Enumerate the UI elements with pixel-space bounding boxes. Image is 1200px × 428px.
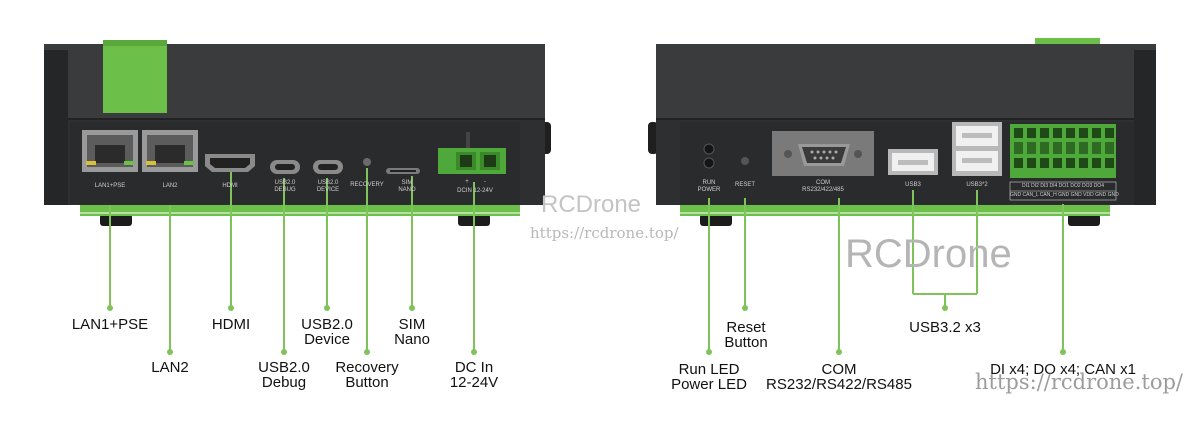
recovery-port-label: RECOVERY <box>350 182 384 188</box>
hdmi-port-icon <box>205 154 255 172</box>
callout-hdmi: HDMI <box>211 316 251 333</box>
dc-terminal-icon <box>438 132 506 174</box>
reset-button-icon <box>741 157 749 165</box>
sim-slot-icon <box>386 168 420 174</box>
hdmi-port-label: HDMI <box>222 183 238 189</box>
callout-lan1: LAN1+PSE <box>71 316 149 333</box>
dio-terminal-icon <box>1009 124 1117 201</box>
usb3-dual-port-icon <box>952 122 1002 176</box>
lan2-port-label: LAN2 <box>162 183 178 189</box>
usb-debug-port-icon <box>270 160 300 174</box>
usb-device-port-icon <box>313 160 343 174</box>
callout-dio: DI x4; DO x4; CAN x1 <box>990 361 1136 378</box>
recovery-button-icon <box>363 158 371 166</box>
callout-lan2: LAN2 <box>151 359 189 376</box>
dc-minus-label: - <box>484 179 486 185</box>
dc-plus-label: + <box>465 179 469 185</box>
watermark-url-large: https://rcdrone.top/ <box>975 370 1184 394</box>
usb3x2-port-label: USB3*2 <box>966 182 988 188</box>
dc-port-label: DCIN 12-24V <box>457 188 493 194</box>
callout-usb: USB3.2 x3 <box>909 319 981 336</box>
watermark-brand-large: RCDrone <box>845 232 1012 276</box>
com-db9-icon <box>772 131 874 176</box>
power-led-icon <box>703 157 715 169</box>
dio-bottom-label: GND CAN_L CAN_H GND GND VDD GND GND <box>1010 192 1119 198</box>
lan1-port-icon <box>82 130 138 172</box>
lan1-port-label: LAN1+PSE <box>94 183 126 189</box>
usb3-port-icon <box>888 149 938 175</box>
lan2-port-icon <box>142 130 198 172</box>
run-led-icon <box>703 143 715 155</box>
watermark-url-small: https://rcdrone.top/ <box>530 224 679 242</box>
usb3-port-label: USB3 <box>905 182 921 188</box>
dio-top-label: DI1 DI2 DI3 DI4 DO1 DO2 DO3 DO4 <box>1022 183 1104 189</box>
watermark-brand-small: RCDrone <box>541 191 642 218</box>
reset-port-label: RESET <box>734 182 755 188</box>
